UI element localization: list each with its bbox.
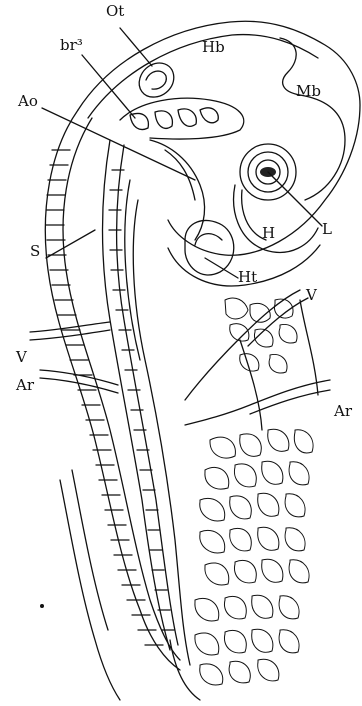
vein-right [185, 290, 300, 400]
gut-outline [133, 200, 190, 665]
vessel-branch-2 [300, 300, 318, 395]
aorta-tube-inner [165, 150, 195, 200]
face-outline [234, 185, 318, 252]
aorta-tube [150, 140, 205, 240]
otocyst-shape [139, 63, 174, 97]
label-v-right: V [306, 288, 317, 303]
branchial-arch-2 [155, 111, 172, 128]
label-s: S [30, 244, 40, 259]
label-v-left: V [16, 350, 27, 365]
label-ar-right: Ar [334, 404, 352, 419]
label-mb: Mb [296, 84, 321, 99]
label-br3: br³ [60, 38, 83, 53]
vascular-network [195, 298, 313, 685]
neural-tube-outer [103, 140, 171, 650]
label-ao: Ao [18, 94, 38, 109]
heart-inner [195, 234, 222, 245]
label-ot: Ot [106, 4, 124, 19]
brain-division [280, 38, 345, 200]
left-strand-2 [72, 470, 108, 630]
branchial-region [120, 98, 244, 139]
leader-br3 [82, 55, 135, 118]
heart-outline [185, 220, 234, 275]
label-ht: Ht [238, 270, 257, 285]
label-ar-left: Ar [16, 378, 34, 393]
otocyst-inner [146, 71, 166, 89]
head-outline [78, 21, 360, 255]
branchial-arch-4 [200, 108, 218, 123]
branchial-arch-3 [178, 109, 196, 126]
tail-outline [170, 640, 200, 700]
leader-s [46, 230, 95, 258]
stray-dot [40, 604, 44, 608]
left-strand [60, 480, 120, 700]
body-front [125, 180, 140, 360]
label-h: H [262, 226, 275, 241]
label-hb: Hb [202, 40, 225, 55]
label-l: L [322, 222, 332, 237]
